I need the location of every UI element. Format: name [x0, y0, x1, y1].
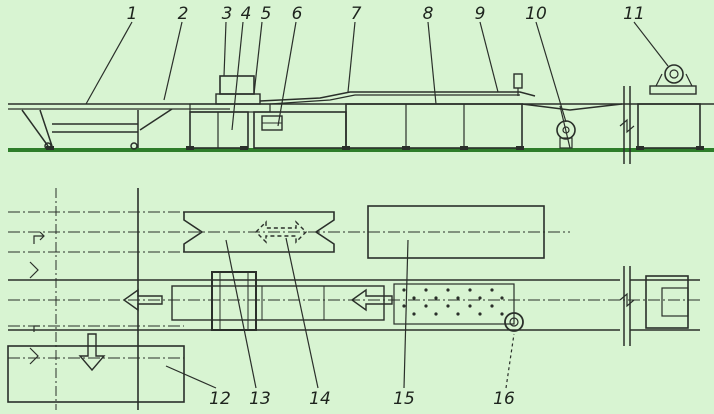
plan-view: 12 13 14 15 16 — [7, 188, 700, 410]
end-motor — [645, 275, 689, 329]
label-16: 16 — [493, 389, 515, 409]
side-elevation-view: 1 2 3 4 5 6 7 8 9 10 11 — [8, 4, 714, 164]
fan-unit — [521, 103, 623, 149]
infeed-table-frame — [21, 108, 173, 150]
down-arrow — [78, 333, 106, 372]
guide-lines — [8, 211, 700, 359]
print-head — [211, 271, 257, 331]
axis-marks — [29, 231, 45, 365]
dryer-dots — [402, 288, 504, 316]
label-8: 8 — [423, 4, 434, 24]
floor-feet — [46, 146, 704, 150]
top-leader-lines — [85, 21, 669, 131]
outfeed-motor — [637, 64, 701, 149]
tension-roller — [504, 312, 524, 332]
label-2: 2 — [178, 4, 189, 24]
label-9: 9 — [475, 4, 486, 24]
bottom-leader-lines — [165, 237, 515, 389]
label-7: 7 — [351, 4, 362, 24]
print-bed — [171, 285, 385, 321]
left-arrow-1 — [122, 288, 163, 312]
label-10: 10 — [525, 4, 547, 24]
belt-cover — [259, 91, 536, 105]
printing-unit — [189, 75, 271, 149]
indicator-lamp — [513, 73, 523, 89]
label-15: 15 — [393, 389, 415, 409]
label-13: 13 — [249, 389, 271, 409]
label-5: 5 — [261, 4, 272, 24]
label-4: 4 — [241, 4, 252, 24]
dryer-belt — [393, 283, 515, 325]
bidirectional-arrow — [255, 220, 307, 244]
label-3: 3 — [222, 4, 233, 24]
label-11: 11 — [623, 4, 645, 24]
left-arrow-2 — [350, 288, 393, 312]
label-1: 1 — [127, 4, 138, 24]
drive-unit — [253, 111, 347, 149]
label-12: 12 — [209, 389, 231, 409]
label-14: 14 — [309, 389, 331, 409]
dryer-tunnel — [345, 103, 523, 149]
rotating-section — [183, 211, 335, 253]
inspection-table — [367, 205, 545, 259]
label-6: 6 — [292, 4, 303, 24]
